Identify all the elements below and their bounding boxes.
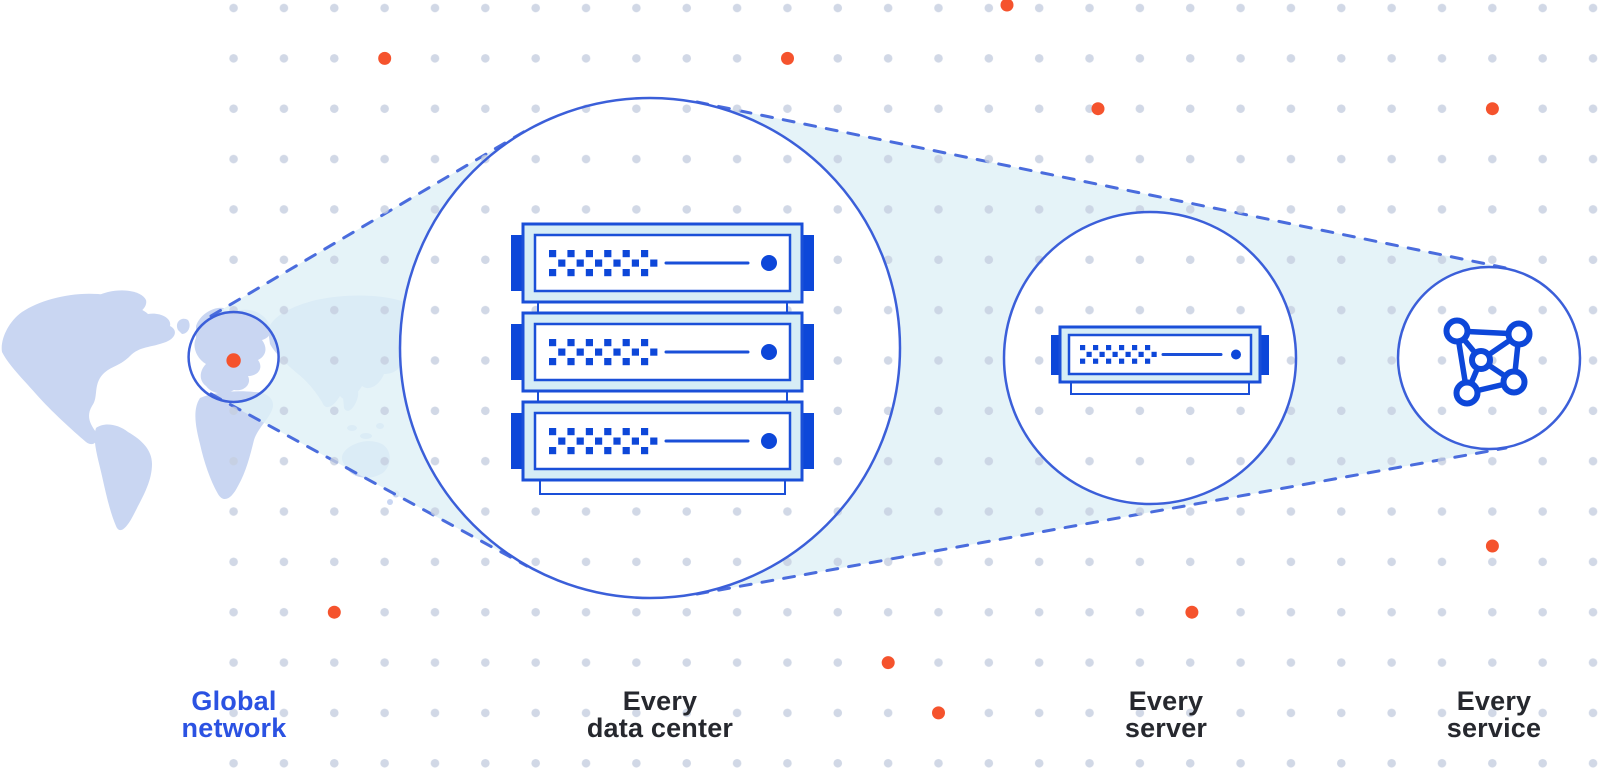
server-rack-stack [511, 222, 814, 495]
map-united-kingdom [176, 318, 190, 334]
accent-dot [378, 51, 392, 65]
map-highlight-circle [187, 310, 280, 404]
accent-dots [226, 0, 1499, 720]
server-end-cap [1051, 335, 1062, 375]
caption-line: server [1124, 713, 1208, 743]
caption-line: Every [1128, 686, 1204, 716]
server-faceplate [1067, 333, 1253, 376]
mesh-node [1453, 379, 1481, 407]
led-indicator-dot [1231, 349, 1241, 360]
accent-dot [327, 605, 341, 619]
mesh-node [1500, 368, 1528, 396]
led-indicator-dot [761, 255, 777, 271]
caption-line: Global [191, 686, 277, 716]
map-greenland [83, 290, 147, 324]
server-unit [511, 311, 814, 393]
caption-every-service: Every service [1334, 688, 1620, 742]
accent-dot [881, 656, 895, 670]
accent-dot [1185, 605, 1199, 619]
map-south-america [94, 424, 152, 531]
led-indicator-dot [761, 344, 777, 360]
single-server-unit [1051, 325, 1269, 395]
accent-dot [781, 51, 794, 65]
server-faceplate [533, 322, 792, 382]
server-faceplate [533, 411, 792, 471]
data-center-circle [398, 96, 902, 600]
server-circle [1002, 210, 1298, 506]
accent-dot [1485, 539, 1499, 553]
server-unit [511, 222, 814, 304]
mesh-node [1505, 320, 1533, 348]
mesh-node [1469, 348, 1493, 372]
map-north-america [1, 293, 175, 445]
server-end-cap [1258, 335, 1269, 375]
caption-line: service [1446, 713, 1542, 743]
led-indicator-dot [761, 433, 777, 449]
caption-line: network [181, 713, 287, 743]
caption-every-server: Every server [1006, 688, 1326, 742]
location-pin-dot [226, 353, 241, 368]
accent-dot [1485, 102, 1499, 116]
caption-line: Every [1456, 686, 1532, 716]
network-mesh-icon [1443, 317, 1533, 407]
dot-grid [210, 0, 1620, 782]
caption-global-network: Global network [74, 688, 394, 742]
caption-line: Every [622, 686, 698, 716]
caption-every-data-center: Every data center [500, 688, 820, 742]
caption-line: data center [586, 713, 734, 743]
service-circle [1396, 265, 1582, 451]
accent-dot [932, 706, 945, 720]
server-unit [511, 400, 814, 482]
mesh-node [1443, 317, 1471, 345]
accent-dot [1000, 0, 1014, 12]
rack-base [539, 479, 786, 495]
accent-dot [1091, 102, 1105, 116]
server-faceplate [533, 233, 792, 293]
